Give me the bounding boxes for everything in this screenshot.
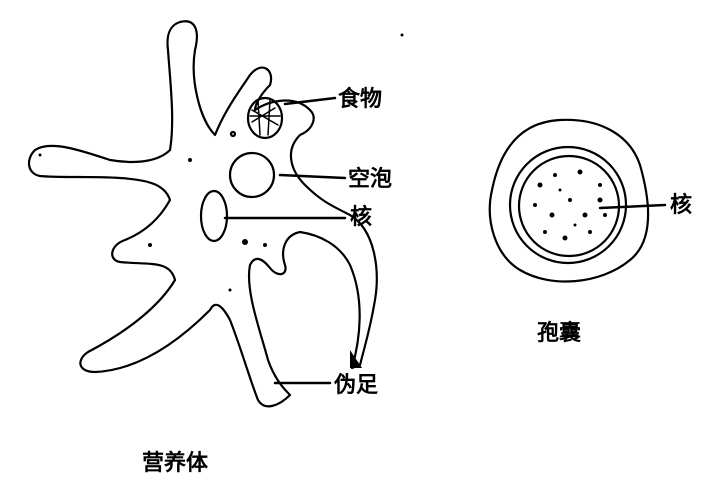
cyst-inner-wall bbox=[508, 145, 628, 265]
food-vacuole bbox=[246, 96, 284, 140]
cyst-outer-wall bbox=[488, 118, 650, 283]
cyst-granules bbox=[533, 169, 607, 241]
granules bbox=[38, 33, 607, 368]
nucleus bbox=[199, 189, 229, 243]
label-vacuole: 空泡 bbox=[348, 166, 393, 192]
label-nucleus: 核 bbox=[350, 204, 373, 230]
contractile-vacuole bbox=[228, 151, 276, 199]
leader-lines bbox=[223, 96, 667, 385]
caption-cyst: 孢囊 bbox=[537, 320, 582, 346]
label-cyst-nucleus: 核 bbox=[670, 192, 693, 218]
label-pseudopod: 伪足 bbox=[334, 372, 379, 398]
food-particle-pattern bbox=[249, 99, 281, 136]
caption-trophozoite: 营养体 bbox=[142, 450, 209, 476]
trophozoite-outline bbox=[27, 20, 378, 408]
label-food: 食物 bbox=[338, 86, 383, 112]
